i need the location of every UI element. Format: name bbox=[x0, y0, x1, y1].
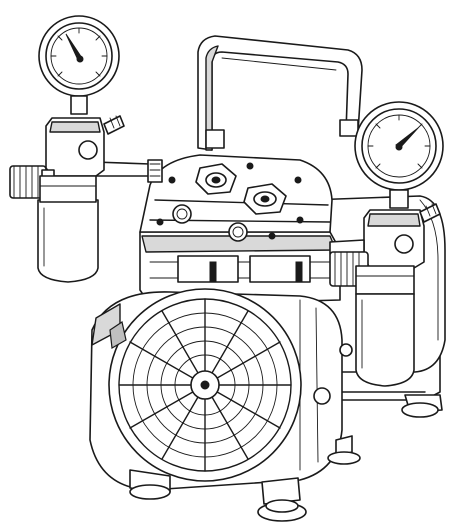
gauge-ticks-right bbox=[367, 114, 431, 169]
pump-body bbox=[139, 231, 341, 306]
left-gauge bbox=[38, 15, 120, 115]
right-regulator bbox=[329, 203, 441, 287]
right-filter bbox=[355, 265, 415, 387]
left-regulator bbox=[9, 115, 125, 199]
gauge-ticks bbox=[50, 27, 108, 77]
right-gauge bbox=[354, 101, 444, 209]
left-filter bbox=[37, 175, 99, 283]
front-feet bbox=[129, 435, 361, 522]
cylinder-head bbox=[139, 154, 333, 242]
carry-handle bbox=[197, 35, 363, 151]
fan-guard bbox=[108, 288, 302, 482]
